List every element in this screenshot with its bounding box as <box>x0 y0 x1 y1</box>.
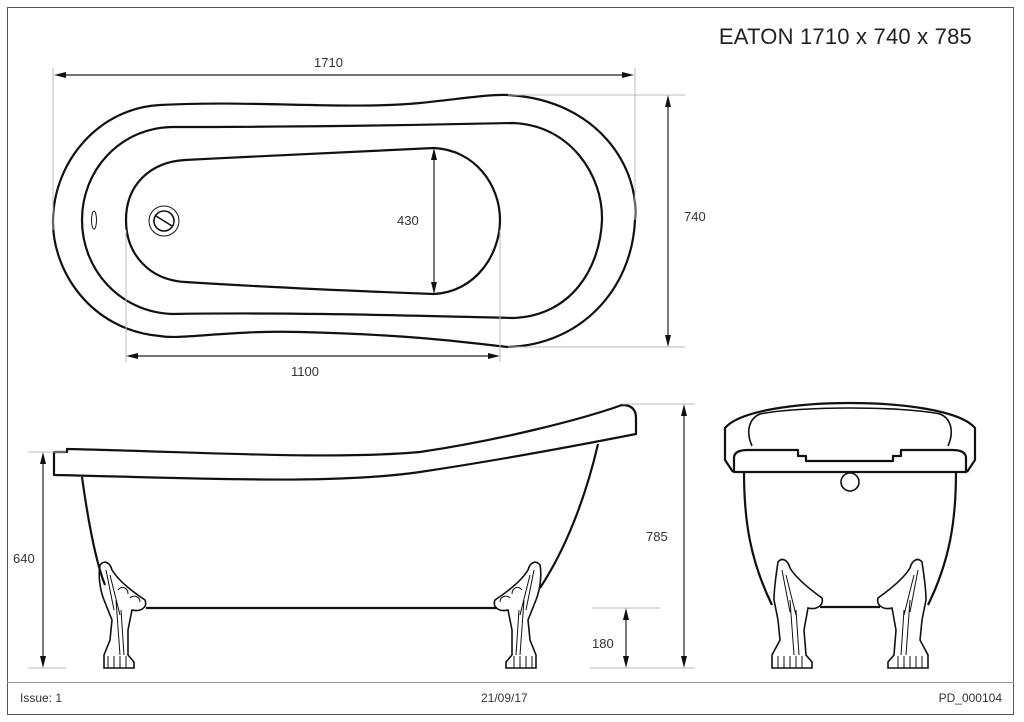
dimension-height-640 <box>40 452 46 668</box>
label-foot-180: 180 <box>592 636 614 651</box>
dimension-basin-width-430 <box>431 148 437 294</box>
overflow-icon <box>91 210 97 230</box>
end-backrest-outline <box>723 401 977 473</box>
reference-label: PD_000104 <box>938 691 1002 705</box>
label-height-785: 785 <box>646 529 668 544</box>
footer-divider <box>7 682 1014 683</box>
basin-outline <box>124 146 502 296</box>
label-width-740: 740 <box>684 209 706 224</box>
issue-label: Issue: 1 <box>20 691 63 705</box>
dimension-height-785 <box>681 404 687 668</box>
label-basin-width-430: 430 <box>397 213 419 228</box>
waste-drain-icon <box>148 205 180 237</box>
end-rim-outline <box>732 448 968 474</box>
drawing-frame <box>7 7 1014 715</box>
end-claw-foot-right <box>876 558 929 669</box>
claw-foot-left <box>98 561 147 669</box>
label-length-1710: 1710 <box>314 55 343 70</box>
label-basin-length-1100: 1100 <box>291 364 319 379</box>
dimension-width-740 <box>665 95 671 347</box>
side-rim-outline <box>52 403 638 481</box>
end-view <box>723 401 977 669</box>
dimension-basin-length-1100 <box>126 353 500 359</box>
drawing-title: EATON 1710 x 740 x 785 <box>718 24 972 49</box>
dimension-foot-180 <box>623 608 629 668</box>
side-view <box>28 403 695 669</box>
plan-view <box>51 68 685 362</box>
end-overflow-icon <box>840 472 860 492</box>
end-claw-foot-left <box>771 558 824 669</box>
dimension-length-1710 <box>54 72 634 78</box>
inner-rim-outline <box>80 121 604 320</box>
date-label: 21/09/17 <box>481 691 528 705</box>
label-height-640: 640 <box>13 551 35 566</box>
side-body-outline <box>80 476 107 586</box>
claw-foot-right <box>493 561 542 669</box>
